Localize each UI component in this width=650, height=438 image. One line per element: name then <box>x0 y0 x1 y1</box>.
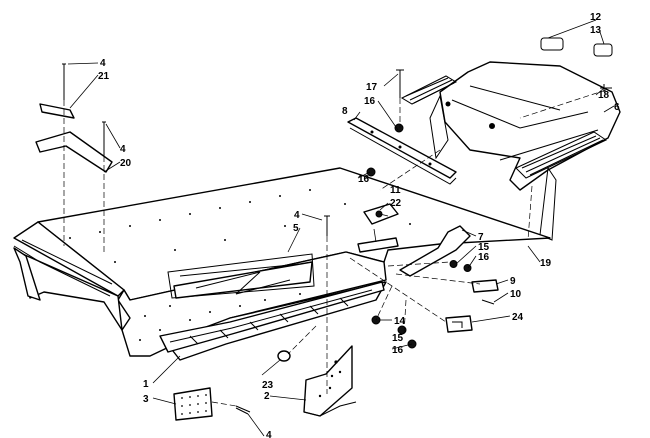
screw-10 <box>481 299 495 305</box>
callout-8: 8 <box>342 106 348 117</box>
callout-19: 19 <box>540 258 552 269</box>
rack-grip-right <box>515 131 608 179</box>
callout-10: 10 <box>510 289 522 300</box>
bolt-17 <box>396 69 404 98</box>
callout-16: 16 <box>392 345 404 356</box>
cap-23 <box>277 350 291 362</box>
callout-21: 21 <box>98 71 110 82</box>
callout-2: 2 <box>264 391 270 402</box>
screw-4-bottom <box>235 405 251 415</box>
bracket-24 <box>445 315 473 333</box>
callout-22: 22 <box>390 198 402 209</box>
bracket-20 <box>35 131 113 173</box>
callout-4: 4 <box>120 144 126 155</box>
slot-fastener <box>375 210 383 218</box>
assembly-lines <box>63 89 607 407</box>
callout-11: 11 <box>390 185 401 196</box>
nut-16-top <box>394 123 404 133</box>
bracket-2-holes <box>318 360 342 398</box>
callout-24: 24 <box>512 312 524 323</box>
bolt-4-center <box>324 215 330 236</box>
callout-4: 4 <box>266 430 272 438</box>
bracket-2 <box>303 345 353 417</box>
callout-16: 16 <box>478 252 490 263</box>
bracket-2-foot <box>303 401 357 417</box>
washer-15-right <box>449 260 458 268</box>
callout-15: 15 <box>478 242 490 253</box>
bolt-4-upper <box>102 121 106 156</box>
callout-labels: 4 21 4 20 1 3 2 4 23 4 5 16 11 22 7 15 1… <box>98 12 620 438</box>
callout-4: 4 <box>294 210 300 221</box>
leader-lines <box>67 19 615 437</box>
callout-16: 16 <box>364 96 376 107</box>
callout-12: 12 <box>590 12 602 23</box>
callout-15: 15 <box>392 333 404 344</box>
callout-4: 4 <box>100 58 106 69</box>
bolt-4-top <box>62 63 66 100</box>
running-board <box>159 281 385 353</box>
callout-7: 7 <box>478 232 484 243</box>
rack-grip-left <box>400 75 458 105</box>
callout-18: 18 <box>598 90 610 101</box>
callout-9: 9 <box>510 276 516 287</box>
callout-17: 17 <box>366 82 378 93</box>
mounting-strip <box>347 117 457 185</box>
plate-3 <box>173 387 213 421</box>
callout-1: 1 <box>143 379 149 390</box>
callout-6: 6 <box>614 102 620 113</box>
nut-16-mid <box>366 167 376 177</box>
callout-5: 5 <box>293 223 299 234</box>
callout-14: 14 <box>394 316 406 327</box>
bracket-21 <box>39 103 75 119</box>
bracket-9 <box>471 279 499 293</box>
handle-insert <box>357 237 399 253</box>
callout-23: 23 <box>262 380 274 391</box>
reflector-12 <box>540 37 564 51</box>
callout-16: 16 <box>358 174 370 185</box>
tunnel-deck <box>13 167 551 361</box>
rear-rack <box>400 61 621 241</box>
callout-3: 3 <box>143 394 149 405</box>
plate-3-holes <box>181 394 207 415</box>
bracket-24-detail <box>452 321 463 328</box>
callout-13: 13 <box>590 25 602 36</box>
callout-20: 20 <box>120 158 132 169</box>
reflector-13 <box>593 43 613 57</box>
